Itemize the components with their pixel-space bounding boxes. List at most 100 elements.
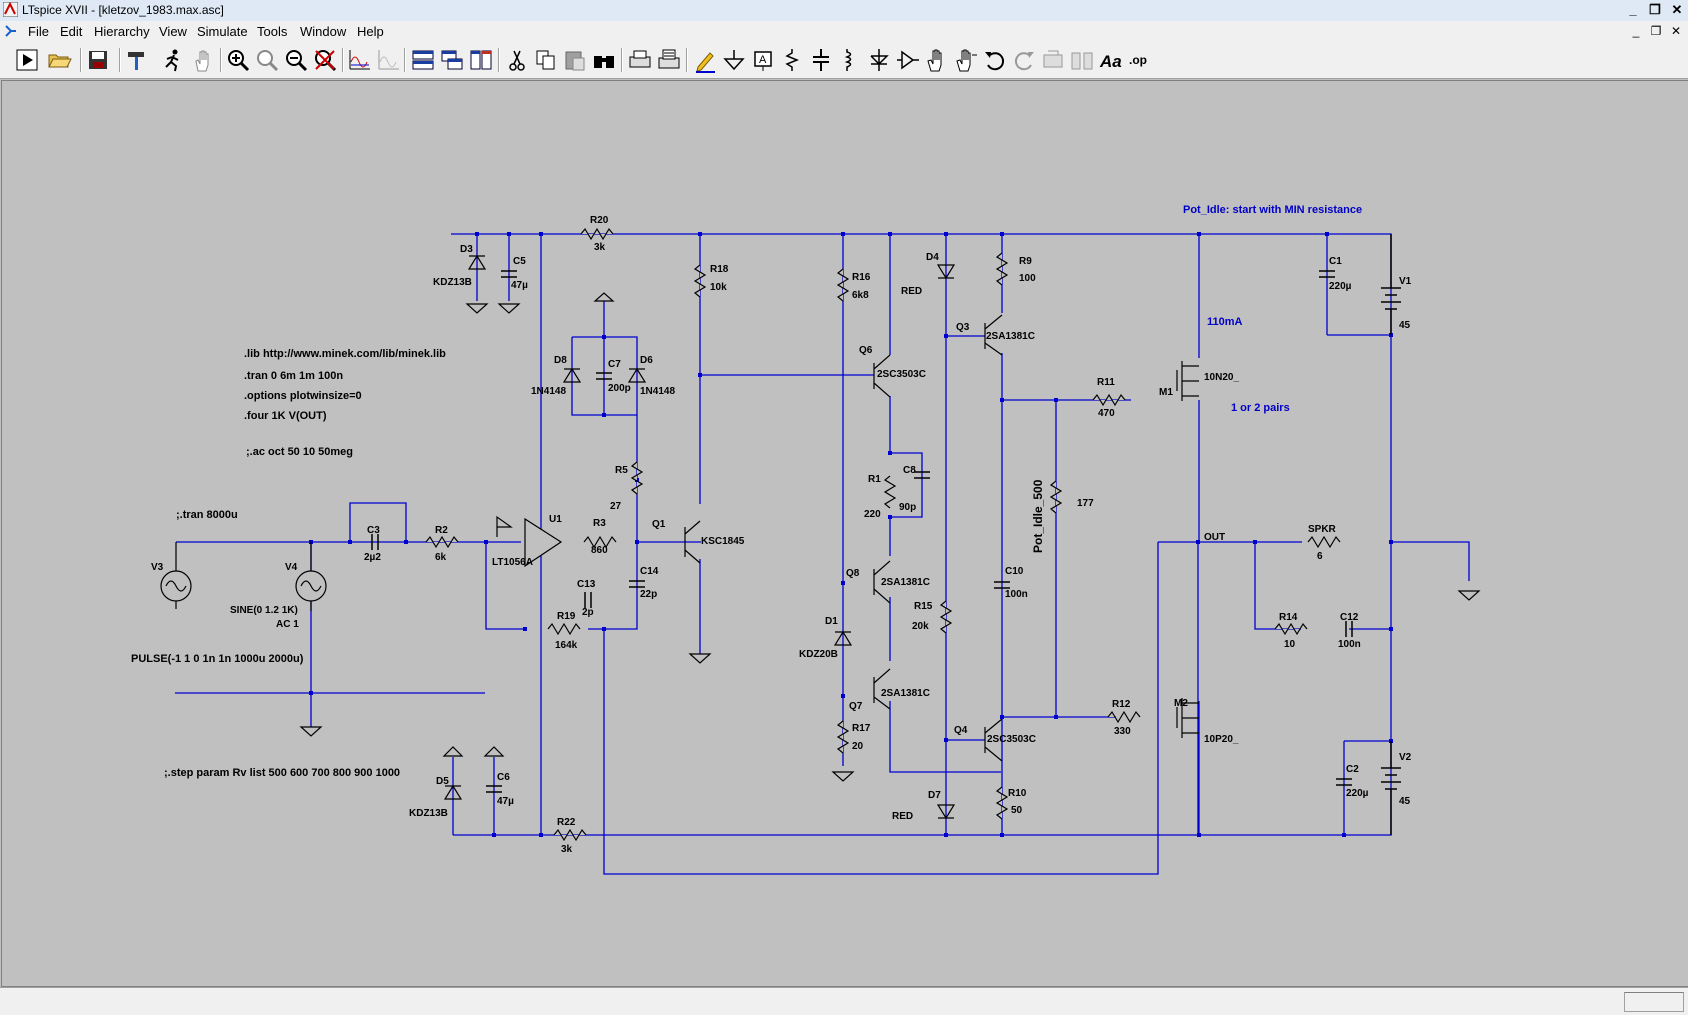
label-m2-value: 10P20_ [1204,734,1239,745]
toolbar: A Aa .op [0,42,1688,79]
svg-text:A: A [759,54,767,66]
redo-icon[interactable] [1011,47,1037,73]
run-icon[interactable] [14,47,40,73]
label-r18: R18 [710,264,729,275]
label-r10: R10 [1008,788,1027,799]
minimize-button[interactable]: _ [1629,2,1637,17]
label-c3: C3 [367,525,380,536]
undo-icon[interactable] [982,47,1008,73]
zoom-in-icon[interactable] [225,47,251,73]
menu-edit[interactable]: Edit [60,24,83,39]
status-bar [0,987,1688,1015]
mdi-minimize-button[interactable]: _ [1632,24,1640,38]
label-d4: D4 [926,252,939,263]
directive-step: ;.step param Rv list 500 600 700 800 900… [164,767,400,779]
print-icon[interactable] [656,47,682,73]
print-setup-icon[interactable] [627,47,653,73]
label-q4-value: 2SC3503C [987,734,1036,745]
label-icon[interactable]: A [750,47,776,73]
directive-tran: .tran 0 6m 1m 100n [244,370,343,382]
label-q8: Q8 [846,568,860,579]
text-icon[interactable]: Aa [1098,47,1124,73]
tile-vertical-icon[interactable] [468,47,494,73]
zoom-fit-icon[interactable] [312,47,338,73]
label-r11: R11 [1097,377,1115,388]
restore-button[interactable]: ❐ [1649,2,1661,17]
menu-simulate[interactable]: Simulate [197,24,248,39]
label-d1: D1 [825,616,838,627]
label-c2: C2 [1346,764,1359,775]
save-icon[interactable] [85,47,111,73]
close-button[interactable]: ✕ [1671,2,1683,17]
run-man-icon[interactable] [160,47,186,73]
label-r15: R15 [914,601,933,612]
label-m2: M2 [1174,698,1188,709]
label-m1: M1 [1159,387,1173,398]
label-d8: D8 [554,355,567,366]
mdi-restore-button[interactable]: ❐ [1650,24,1662,38]
copy-icon[interactable] [533,47,559,73]
label-c2-value: 220µ [1346,788,1369,799]
menu-help[interactable]: Help [357,24,384,39]
spice-directive-icon[interactable]: .op [1127,47,1153,73]
zoom-out-icon[interactable] [283,47,309,73]
find-icon[interactable] [591,47,617,73]
note-pairs: 1 or 2 pairs [1231,402,1290,414]
waveform-icon[interactable] [347,47,373,73]
schematic-canvas[interactable]: Pot_Idle: start with MIN resistance 110m… [1,80,1688,987]
menu-file[interactable]: File [28,24,49,39]
move-icon[interactable] [924,47,950,73]
document-icon[interactable] [4,24,18,38]
label-d8-value: 1N4148 [531,386,566,397]
paste-icon[interactable] [562,47,588,73]
label-c8: C8 [903,465,916,476]
zoom-pan-icon[interactable] [254,47,280,73]
label-r14: R14 [1279,612,1298,623]
label-d6: D6 [640,355,653,366]
inductor-icon[interactable] [837,47,863,73]
note-pot-idle: Pot_Idle: start with MIN resistance [1183,204,1362,216]
wire-junctions [309,232,1393,837]
component-icon[interactable] [895,47,921,73]
menu-tools[interactable]: Tools [257,24,288,39]
label-d7: D7 [928,790,941,801]
label-r20-value: 3k [594,242,606,253]
ground-icon[interactable] [721,47,747,73]
label-r16: R16 [852,272,871,283]
cut-icon[interactable] [504,47,530,73]
label-v3: V3 [151,562,164,573]
directive-lib: .lib http://www.minek.com/lib/minek.lib [244,348,446,360]
label-r3-value: 860 [591,545,608,556]
hand-icon[interactable] [190,47,216,73]
menu-window[interactable]: Window [300,24,347,39]
menu-hierarchy[interactable]: Hierarchy [94,24,150,39]
pencil-icon[interactable] [692,47,718,73]
waveform-off-icon[interactable] [376,47,402,73]
label-c10-value: 100n [1005,589,1028,600]
label-c3-value: 2µ2 [364,552,381,563]
label-pot-value: 177 [1077,498,1094,509]
label-c6: C6 [497,772,510,783]
label-r10-value: 50 [1011,805,1023,816]
rotate-icon[interactable] [1040,47,1066,73]
cascade-icon[interactable] [439,47,465,73]
label-d5: D5 [436,776,449,787]
capacitor-icon[interactable] [808,47,834,73]
label-v1-value: 45 [1399,320,1411,331]
drag-icon[interactable] [953,47,979,73]
label-r1-value: 220 [864,509,881,520]
label-q8-value: 2SA1381C [881,577,930,588]
label-r5-value: 27 [610,501,622,512]
tile-horizontal-icon[interactable] [410,47,436,73]
label-r22: R22 [557,817,576,828]
resistor-icon[interactable] [779,47,805,73]
hammer-icon[interactable] [124,47,150,73]
menu-view[interactable]: View [159,24,187,39]
label-q6-value: 2SC3503C [877,369,926,380]
component-labels: D3 KDZ13B C5 47µ R20 3k R18 10k R16 6k8 … [151,215,1412,855]
label-d6-value: 1N4148 [640,386,675,397]
open-icon[interactable] [46,47,72,73]
mirror-icon[interactable] [1069,47,1095,73]
diode-icon[interactable] [866,47,892,73]
mdi-close-button[interactable]: ✕ [1670,24,1682,38]
